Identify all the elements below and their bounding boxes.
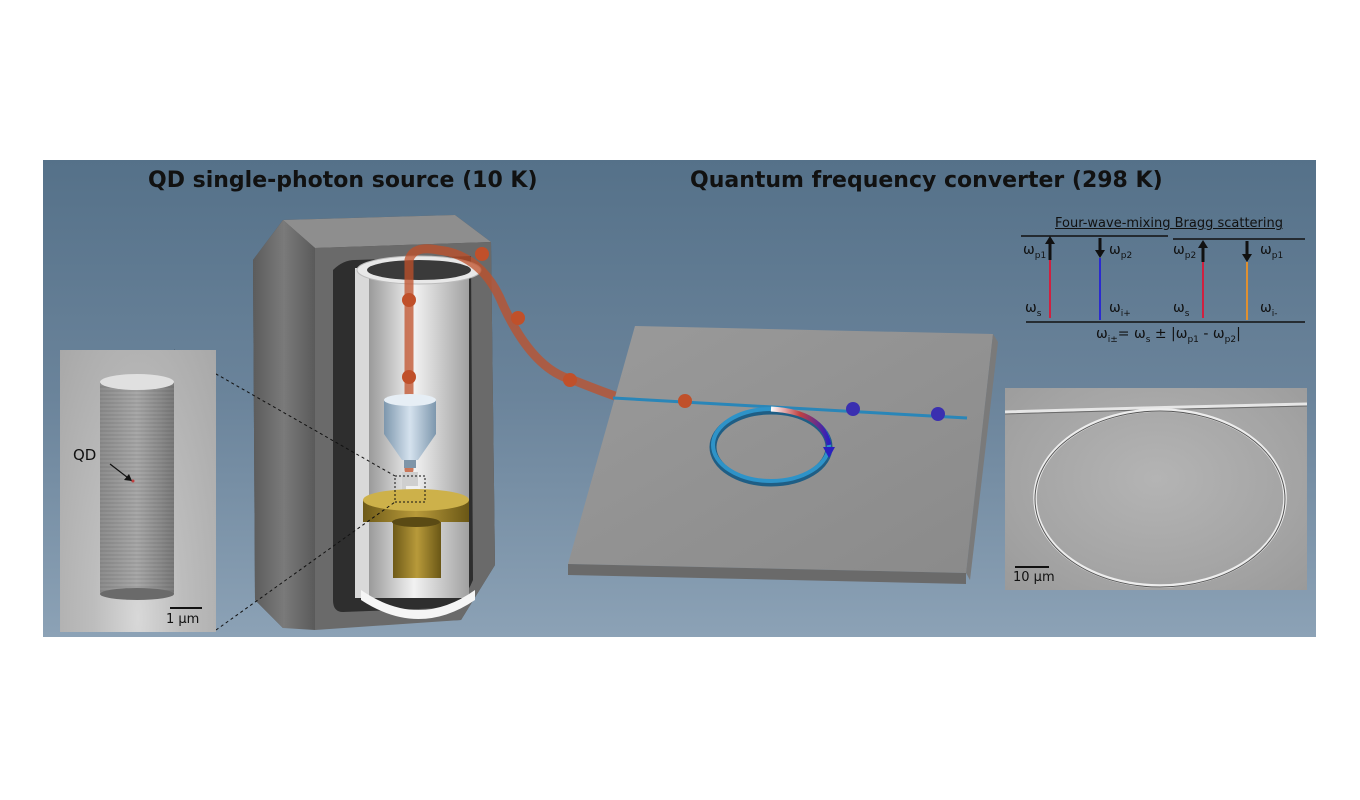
photon-icon [402, 370, 416, 384]
photon-icon [475, 247, 489, 261]
sample-stage-icon [363, 472, 469, 578]
objective-lens-icon [384, 394, 436, 468]
ring-scale-bar [1015, 566, 1049, 568]
photon-icon [846, 402, 860, 416]
photon-icon [511, 311, 525, 325]
photon-icon [563, 373, 577, 387]
photon-icon [931, 407, 945, 421]
cryostat-icon [253, 215, 495, 630]
omega-p2-right: ωp2 [1173, 242, 1197, 261]
optical-fiber-icon [404, 244, 658, 475]
photon-icon [678, 394, 692, 408]
zoom-line-bottom [215, 501, 396, 631]
microring-chip-icon [568, 326, 998, 584]
pillar-scale-label: 1 μm [166, 612, 200, 627]
ring-scale-label: 10 μm [1013, 570, 1055, 585]
omega-i-minus: ωi- [1260, 300, 1278, 319]
pillar-scale-bar [170, 607, 202, 609]
illustration [173, 215, 1305, 631]
omega-p1-right: ωp1 [1260, 242, 1284, 261]
sem-pillar-image: QD 1 μm [60, 350, 216, 632]
bus-waveguide [612, 396, 968, 420]
micropillar-icon [100, 374, 174, 600]
title-left: QD single-photon source (10 K) [148, 168, 538, 193]
figure: QD single-photon source (10 K) Quantum f… [43, 160, 1316, 637]
fwm-title: Four-wave-mixing Bragg scattering [1055, 216, 1283, 231]
fwm-equation: ωi±= ωs ± |ωp1 - ωp2| [1096, 326, 1241, 345]
sem-ring-image: 10 μm [1005, 388, 1307, 590]
title-right: Quantum frequency converter (298 K) [690, 168, 1163, 193]
fwm-energy-diagram [1021, 235, 1305, 323]
microring-sem-icon [1005, 402, 1307, 588]
qd-label: QD [73, 446, 97, 464]
omega-s-right: ωs [1173, 300, 1190, 319]
photons [402, 247, 945, 421]
rotation-arrow-icon [823, 447, 835, 458]
omega-i-plus: ωi+ [1109, 300, 1131, 319]
omega-s-left: ωs [1025, 300, 1042, 319]
conversion-arc [770, 406, 832, 446]
photon-icon [402, 293, 416, 307]
omega-p2-left: ωp2 [1109, 242, 1133, 261]
omega-p1-left: ωp1 [1023, 242, 1047, 261]
